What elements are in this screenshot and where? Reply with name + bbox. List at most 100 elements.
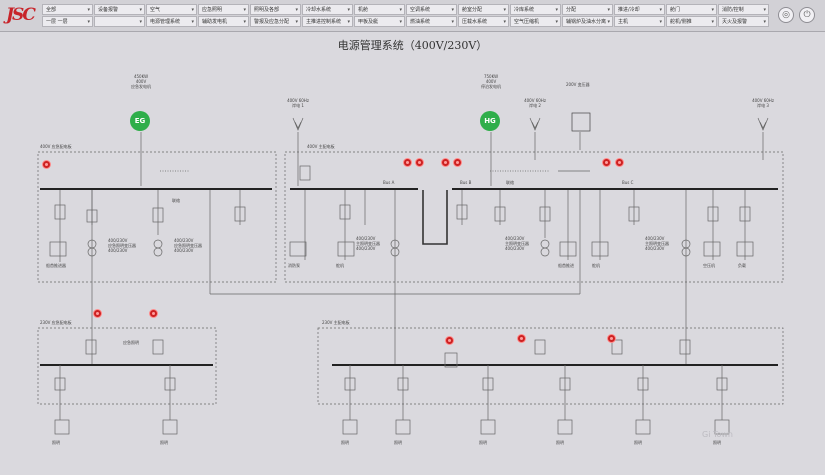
menu-item-label: 应急照明 (202, 7, 223, 13)
chevron-down-icon: ▾ (659, 19, 662, 25)
menu-item-label: 辅助发电机 (202, 19, 228, 25)
alarm-light[interactable] (416, 159, 423, 166)
alarm-light[interactable] (43, 161, 50, 168)
chevron-down-icon: ▾ (711, 19, 714, 25)
alarm-light[interactable] (608, 335, 615, 342)
menu-item-label: 舱门 (670, 7, 681, 13)
bus-link-label: 联络 (506, 180, 514, 185)
menu-item-2-6[interactable]: 主推进控制系统 ▾ (302, 16, 353, 27)
load-label: 船首推进器 (46, 263, 66, 268)
alarm-light[interactable] (442, 159, 449, 166)
menu-item-2-2[interactable]: ▾ (94, 16, 145, 27)
emergency-generator[interactable]: EG (130, 111, 150, 131)
emergency-board-label: 400V 应急配电板 (40, 144, 72, 149)
transformer-label: 400/230V 主照明变压器 400/230V (645, 236, 669, 251)
power-icon: ⏻ (803, 10, 811, 20)
alarm-light[interactable] (94, 310, 101, 317)
refresh-button[interactable]: ◎ (778, 7, 794, 23)
one-line-diagram (37, 112, 784, 435)
chevron-down-icon: ▾ (451, 19, 454, 25)
alarm-light[interactable] (603, 159, 610, 166)
alarm-light[interactable] (518, 335, 525, 342)
alarm-light[interactable] (454, 159, 461, 166)
menu-item-2-14[interactable]: 灭火及报警▾ (718, 16, 769, 27)
sub-load-label: 照明 (556, 440, 564, 445)
menu-item-1-14[interactable]: 消防/控制▾ (718, 4, 769, 15)
menu-item-1-1[interactable]: 全部▾ (42, 4, 93, 15)
menu-item-2-5[interactable]: 警报及应急分配▾ (250, 16, 301, 27)
transformer-label: 400/230V 应急照明变压器 400/230V (108, 238, 136, 253)
menu-item-1-10[interactable]: 冷库系统▾ (510, 4, 561, 15)
menu-item-1-6[interactable]: 冷却水系统 ▾ (302, 4, 353, 15)
alarm-light[interactable] (150, 310, 157, 317)
chevron-down-icon: ▾ (607, 7, 610, 13)
menu-item-1-3[interactable]: 空气▾ (146, 4, 197, 15)
menu-item-label: 辅锅炉及油水分离 (566, 19, 607, 25)
shore-label-3: 400V 60Hz 岸电 3 (752, 98, 774, 108)
menu-item-label: 舵机/侧推 (670, 19, 692, 25)
chevron-down-icon: ▾ (347, 19, 350, 25)
menu-item-2-13[interactable]: 舵机/侧推 ▾ (666, 16, 717, 27)
watermark: Gi Town (702, 430, 733, 439)
load-label: 空压机 (703, 263, 715, 268)
alarm-light[interactable] (404, 159, 411, 166)
menu-item-label: 照明及各部 (254, 7, 280, 13)
main-switchboard-frame (284, 151, 784, 283)
chevron-down-icon: ▾ (139, 19, 142, 25)
menu-item-1-2[interactable]: 设备报警▾ (94, 4, 145, 15)
menu-item-1-7[interactable]: 机舱 ▾ (354, 4, 405, 15)
main-230-label: 230V 主配电板 (322, 320, 350, 325)
company-logo: JSC (6, 5, 36, 25)
menu-item-label: 冷却水系统 (306, 7, 332, 13)
chevron-down-icon: ▾ (87, 19, 90, 25)
shore-label-2: 400V 60Hz 岸电 2 (524, 98, 546, 108)
menu-item-label: 一层 一层 (46, 19, 68, 25)
menu-item-1-9[interactable]: 舱室分配▾ (458, 4, 509, 15)
bus-c-label: Bus C (622, 180, 634, 185)
menu-item-1-11[interactable]: 分配▾ (562, 4, 613, 15)
menu-item-1-4[interactable]: 应急照明 ▾ (198, 4, 249, 15)
sub-load-label: 照明 (341, 440, 349, 445)
menu-item-label: 主推进控制系统 (306, 19, 342, 25)
load-label: 负载 (738, 263, 746, 268)
chevron-down-icon: ▾ (503, 7, 506, 13)
menu-item-1-13[interactable]: 舱门▾ (666, 4, 717, 15)
menu-item-label: 甲板及艇 (358, 19, 379, 25)
menu-item-label: 机舱 (358, 7, 369, 13)
menu-item-1-5[interactable]: 照明及各部▾ (250, 4, 301, 15)
transformer-label: 200V 变压器 (566, 82, 590, 87)
chevron-down-icon: ▾ (347, 7, 350, 13)
emergency-lighting-label: 应急照明 (123, 340, 139, 345)
sub-load-label: 照明 (394, 440, 402, 445)
menu-item-label: 推进/冷却 (618, 7, 640, 13)
chevron-down-icon: ▾ (399, 7, 402, 13)
menu-item-2-9[interactable]: 压载水系统▾ (458, 16, 509, 27)
menu-item-2-1[interactable]: 一层 一层 ▾ (42, 16, 93, 27)
menu-item-2-7[interactable]: 甲板及艇▾ (354, 16, 405, 27)
sub-load-label: 照明 (634, 440, 642, 445)
menu-item-label: 空气压缩机 (514, 19, 540, 25)
harbour-generator[interactable]: HG (480, 111, 500, 131)
menu-item-2-12[interactable]: 主机▾ (614, 16, 665, 27)
refresh-icon: ◎ (782, 10, 790, 20)
sub-load-label: 照明 (713, 440, 721, 445)
chevron-down-icon: ▾ (139, 7, 142, 13)
chevron-down-icon: ▾ (555, 19, 558, 25)
menu-item-2-8[interactable]: 燃油系统▾ (406, 16, 457, 27)
menu-item-1-8[interactable]: 空调系统 ▾ (406, 4, 457, 15)
chevron-down-icon: ▾ (243, 7, 246, 13)
menu-item-2-11[interactable]: 辅锅炉及油水分离▾ (562, 16, 613, 27)
chevron-down-icon: ▾ (87, 7, 90, 13)
menu-item-2-3[interactable]: 电源管理系统▾ (146, 16, 197, 27)
chevron-down-icon: ▾ (451, 7, 454, 13)
bus-b-label: Bus B (460, 180, 472, 185)
chevron-down-icon: ▾ (191, 19, 194, 25)
menu-item-label: 空调系统 (410, 7, 431, 13)
chevron-down-icon: ▾ (555, 7, 558, 13)
menu-item-2-4[interactable]: 辅助发电机▾ (198, 16, 249, 27)
menu-item-1-12[interactable]: 推进/冷却▾ (614, 4, 665, 15)
menu-item-2-10[interactable]: 空气压缩机 ▾ (510, 16, 561, 27)
alarm-light[interactable] (616, 159, 623, 166)
power-button[interactable]: ⏻ (799, 7, 815, 23)
alarm-light[interactable] (446, 337, 453, 344)
